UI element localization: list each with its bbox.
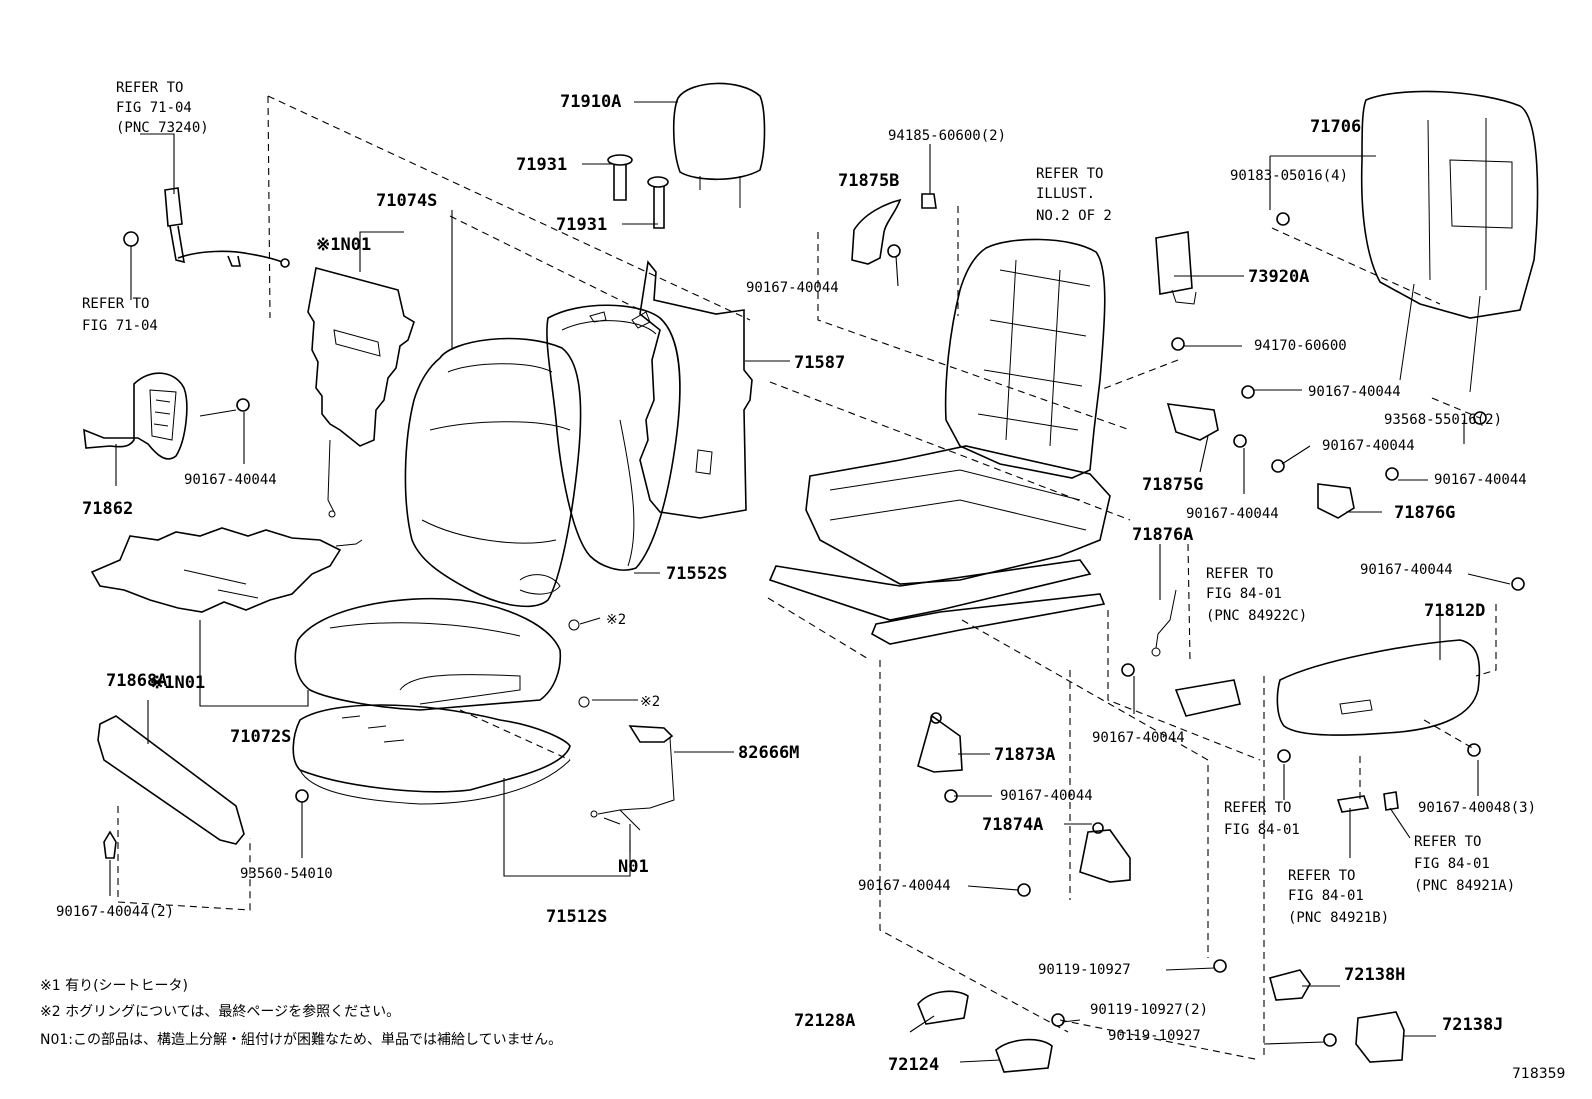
label-71875G: 71875G [1142,475,1203,495]
seat-frame-drawing [768,238,1111,645]
seat-belt-buckle-drawing [123,187,290,268]
side-shield-drawing [1276,577,1525,763]
label-94185-60600: 94185-60600(2) [888,128,1006,144]
label-90167-40044-f: 90167-40044 [1434,472,1527,488]
footnote-n01: N01:この部品は、構造上分解・組付けが困難なため、単品では補給していません。 [40,1032,562,1048]
footnote-heater: ※1 有り(シートヒータ) [40,978,188,994]
label-90167-40044-i: 90167-40044 [1000,788,1093,804]
label-71876A: 71876A [1132,525,1193,545]
footnotes: ※1 有り(シートヒータ) ※2 ホグリングについては、最終ページを参照ください… [40,978,1565,1082]
cushion-heater-pad-drawing [90,527,363,613]
label-90167-40044-b: 90167-40044 [746,280,839,296]
label-71876G: 71876G [1394,503,1455,523]
diagram-id: 718359 [1512,1066,1565,1082]
label-90167-40044-e: 90167-40044 [1322,438,1415,454]
label-star2-b: ※2 [640,694,660,710]
seat-back-cover-drawing [404,337,582,608]
label-71552S: 71552S [666,564,727,584]
label-71873A: 71873A [994,745,1055,765]
cover-72124-drawing [995,1038,1053,1073]
label-94170-60600: 94170-60600 [1254,338,1347,354]
hog-ring-drawing [568,619,580,631]
label-star1-n01-bottom: ※1N01 [150,673,205,693]
label-star2-a: ※2 [606,612,626,628]
seat-cushion-cover-drawing [294,597,562,711]
bracket-71875G-drawing [1166,385,1255,448]
label-90167-40044-2: 90167-40044(2) [56,904,174,920]
label-72124: 72124 [888,1055,939,1075]
cover-72138J-drawing [1355,1011,1405,1063]
seat-back-board-71706-drawing [1276,90,1539,425]
label-71868A: 71868A [106,671,167,691]
assembly-lines [117,95,1497,1061]
headrest-support-drawing [607,154,669,229]
label-71074S: 71074S [376,191,437,211]
label-90167-40044-g: 90167-40044 [1360,562,1453,578]
label-72128A: 72128A [794,1011,855,1031]
label-90183-05016: 90183-05016(4) [1230,168,1348,184]
ref-fig-84-01-pnc-84921a: REFER TO FIG 84-01 (PNC 84921A) [1414,834,1515,894]
hog-ring-drawing [578,696,590,708]
label-90167-40044-h: 90167-40044 [1092,730,1185,746]
reference-notes: REFER TO FIG 71-04 (PNC 73240) REFER TO … [82,80,1515,926]
part-labels: 71910A 71931 71931 71074S 71587 71552S 7… [56,92,1536,1075]
label-71587: 71587 [794,353,845,373]
label-90119-10927-2: 90119-10927(2) [1090,1002,1208,1018]
label-90167-40044-j: 90167-40044 [858,878,951,894]
label-73920A: 73920A [1248,267,1309,287]
ref-fig-71-04: REFER TO FIG 71-04 [82,296,158,334]
label-90119-10927-b: 90119-10927 [1108,1028,1201,1044]
label-71931-top: 71931 [516,155,567,175]
label-71910A: 71910A [560,92,621,112]
cover-72138H-drawing [1269,969,1311,1001]
label-71706: 71706 [1310,117,1361,137]
label-71512S: 71512S [546,907,607,927]
side-airbag-drawing [1155,231,1197,351]
label-star1-n01-top: ※1N01 [316,235,371,255]
label-72138H: 72138H [1344,965,1405,985]
leader-lines [109,101,1511,1063]
label-71874A: 71874A [982,815,1043,835]
headrest-drawing [672,82,766,208]
label-n01-harness: N01 [618,857,649,877]
ref-fig-84-01-pnc-84922c: REFER TO FIG 84-01 (PNC 84922C) [1206,566,1307,624]
ref-fig-71-04-pnc-73240: REFER TO FIG 71-04 (PNC 73240) [116,80,209,136]
label-90167-40044-left: 90167-40044 [184,472,277,488]
harness-71876A-drawing [1121,589,1241,717]
switch-knob-drawing [1336,791,1399,813]
label-82666M: 82666M [738,743,799,763]
label-71812D: 71812D [1424,601,1485,621]
label-93568-55016: 93568-55016(2) [1384,412,1502,428]
back-heater-pad-drawing [307,267,415,518]
ref-fig-84-01: REFER TO FIG 84-01 [1224,800,1300,838]
label-72138J: 72138J [1442,1015,1503,1035]
label-93560-54010: 93560-54010 [240,866,333,882]
bracket-71873A-drawing [917,712,963,803]
back-board-drawing [639,260,753,519]
harness-drawing [590,725,675,831]
bracket-71875B-drawing [851,193,937,265]
part-drawings [83,82,1539,1073]
seat-cushion-pad-drawing [292,704,571,805]
label-90167-40044-c: 90167-40044 [1308,384,1401,400]
footnote-hog-ring: ※2 ホグリングについては、最終ページを参照ください。 [40,1003,400,1020]
ref-fig-84-01-pnc-84921b: REFER TO FIG 84-01 (PNC 84921B) [1288,868,1389,926]
bracket-71876G-drawing [1271,459,1399,519]
label-71072S: 71072S [230,727,291,747]
label-71875B: 71875B [838,171,899,191]
seat-back-pad-drawing [546,304,681,571]
label-90167-40048: 90167-40048(3) [1418,800,1536,816]
cover-72128A-drawing [917,990,969,1025]
label-71931-bottom: 71931 [556,215,607,235]
back-bracket-71862-drawing [83,372,250,460]
ref-illust-no2: REFER TO ILLUST. NO.2 OF 2 [1036,166,1112,224]
label-71862: 71862 [82,499,133,519]
label-90119-10927-a: 90119-10927 [1038,962,1131,978]
label-90167-40044-d: 90167-40044 [1186,506,1279,522]
